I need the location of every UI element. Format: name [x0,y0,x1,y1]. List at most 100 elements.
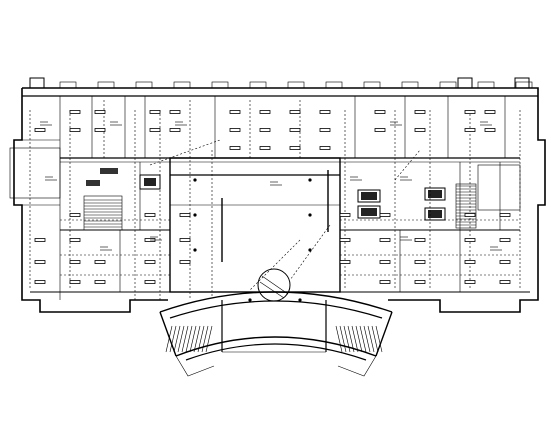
light-fixture [149,128,161,132]
equipment-blocks [86,168,446,221]
hatch-line [351,325,359,353]
hatch-line [343,325,351,353]
window-bay [363,81,381,89]
wire-run [149,139,221,166]
light-fixture [464,110,476,114]
downlight [308,213,312,217]
light-fixture [259,146,271,150]
light-fixture [379,238,391,242]
light-fixture [499,260,511,264]
central-round-fixture [257,268,291,302]
downlight [193,178,197,182]
light-fixture [229,128,241,132]
light-fixture [484,128,496,132]
wiring [29,100,521,300]
light-fixture [414,128,426,132]
window-bay [59,81,77,89]
light-fixture [464,128,476,132]
light-fixture [379,260,391,264]
downlight [308,248,312,252]
light-fixture [374,128,386,132]
hatch-line [371,325,379,353]
hatch-line [363,325,371,353]
light-fixture [94,260,106,264]
light-fixture [499,213,511,217]
window-bay [249,81,267,89]
entrance-canopy [159,291,393,377]
light-fixture [339,238,351,242]
downlight [298,298,302,302]
light-fixture [144,260,156,264]
wire-run [394,149,421,181]
light-fixture [179,260,191,264]
light-fixture [289,110,301,114]
light-fixture [34,280,46,284]
window-bay [135,81,153,89]
light-fixture [259,110,271,114]
light-fixture [94,128,106,132]
hatch-line [205,325,213,353]
light-fixture [34,260,46,264]
hatch-line [185,325,193,353]
window-bay [325,81,343,89]
light-fixture [414,238,426,242]
downlight [308,178,312,182]
light-fixture [69,260,81,264]
window-bay [477,81,495,89]
light-fixture [259,128,271,132]
downlight [248,298,252,302]
hatch-line [181,325,189,353]
light-fixture [339,213,351,217]
hatch-line [193,325,201,353]
light-fixture [34,128,46,132]
light-fixture [34,238,46,242]
hatch-line [335,325,343,353]
hatch-line [347,325,355,353]
canopy-hatch-right [335,325,383,353]
light-fixture [484,110,496,114]
hatch-line [197,325,205,353]
light-fixture [94,280,106,284]
annotation-marks [40,121,502,251]
corridor-walls [60,157,520,293]
light-fixture [289,128,301,132]
hatch-line [355,325,363,353]
light-fixture [179,213,191,217]
hatch-line [367,325,375,353]
light-fixture [69,238,81,242]
light-fixture [169,110,181,114]
light-fixture [374,110,386,114]
light-fixture [179,238,191,242]
roof-boxes [29,77,530,89]
light-fixture [499,280,511,284]
window-bay [439,81,457,89]
light-fixture [464,213,476,217]
wire-run [249,239,301,291]
light-fixture [339,260,351,264]
stair-outline [83,195,123,231]
window-bay [287,81,305,89]
light-fixture [289,146,301,150]
light-fixture [414,260,426,264]
window-bay [515,81,533,89]
light-fixture [69,280,81,284]
downlight [193,248,197,252]
light-fixture [319,110,331,114]
light-fixture [229,146,241,150]
exterior-walls [13,87,546,313]
light-fixture [144,213,156,217]
hatch-line [169,325,177,353]
room-partitions [9,96,521,300]
hatch-line [375,325,383,353]
window-bay [401,81,419,89]
stair-right [455,183,477,229]
hatch-line [177,325,185,353]
light-fixture [499,238,511,242]
hatch-line [201,325,209,353]
downlight [193,213,197,217]
hatch-line [189,325,197,353]
light-fixture [414,110,426,114]
light-fixture [229,110,241,114]
window-bay [97,81,115,89]
